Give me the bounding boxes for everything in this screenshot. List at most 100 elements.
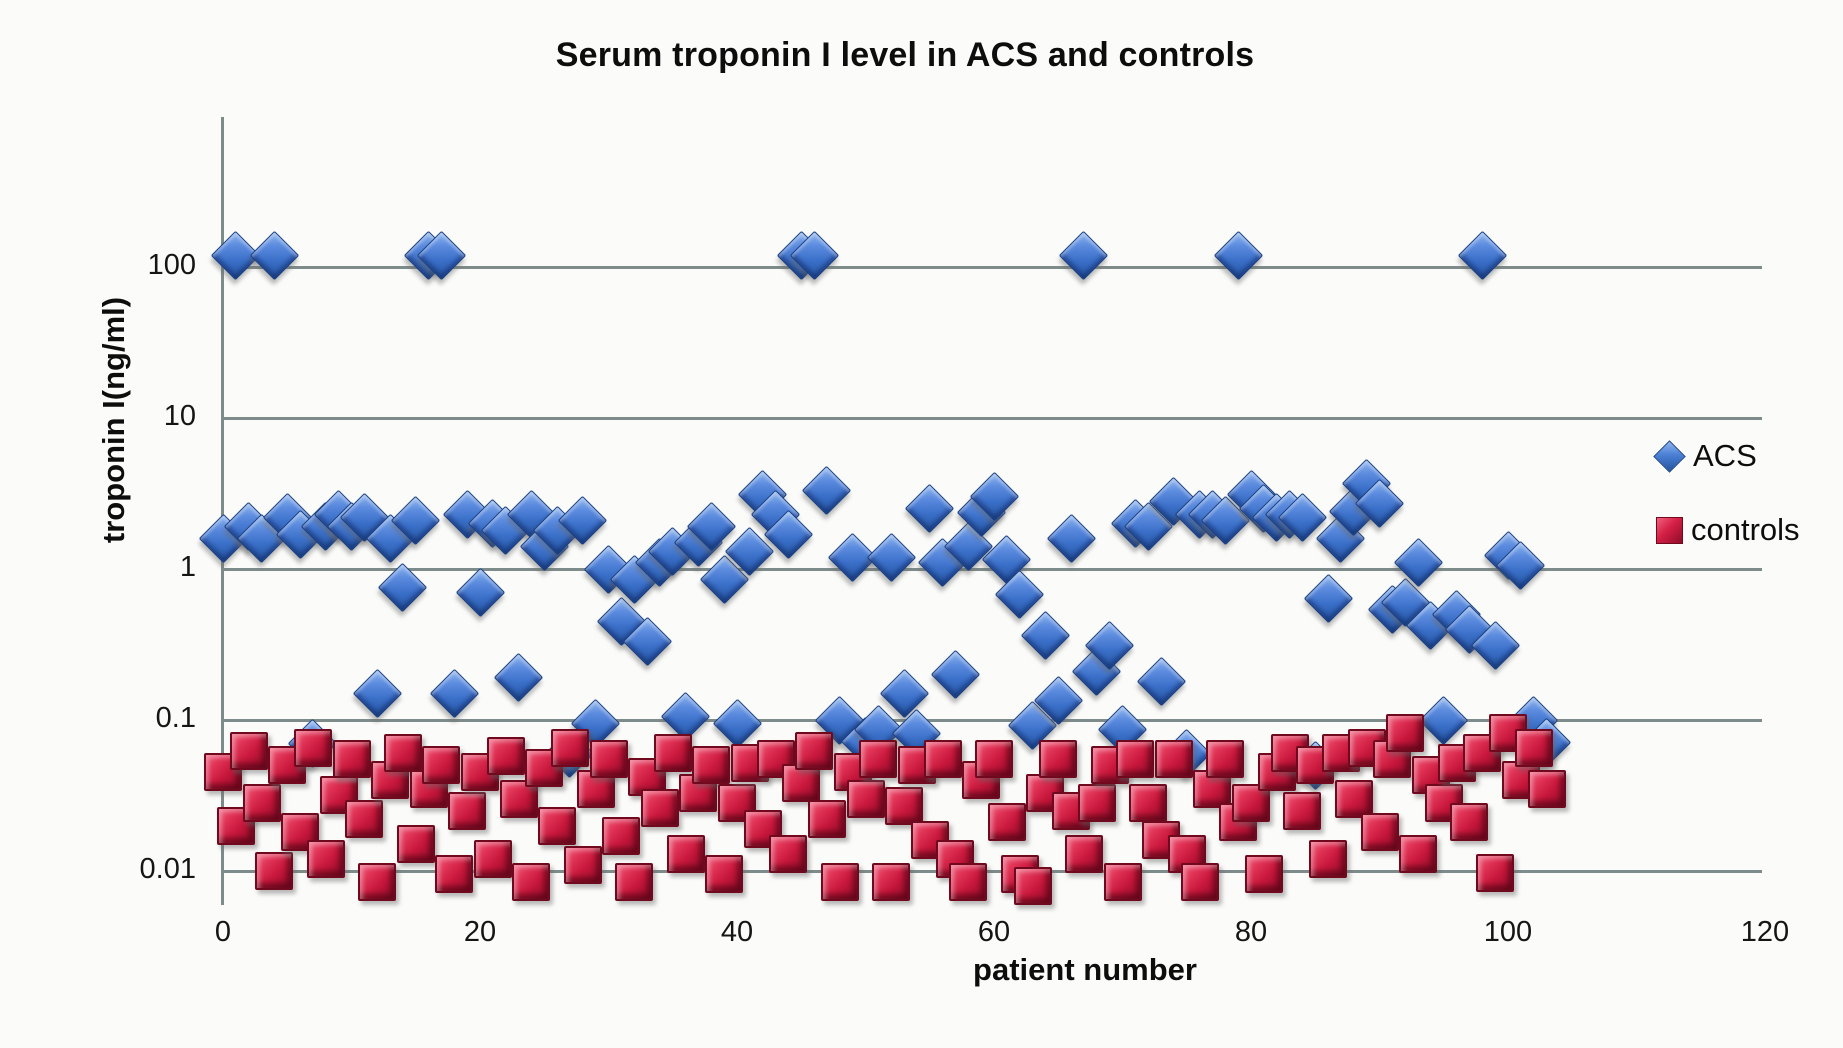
controls-point — [230, 732, 268, 770]
controls-point — [1181, 863, 1219, 901]
controls-point — [602, 817, 640, 855]
acs-point — [1303, 573, 1354, 624]
controls-point — [333, 740, 371, 778]
controls-point — [667, 835, 705, 873]
acs-point — [1393, 537, 1444, 588]
legend-label-acs: ACS — [1693, 438, 1757, 473]
x-tick-label: 120 — [1740, 916, 1790, 948]
controls-point — [988, 803, 1026, 841]
chart-title: Serum troponin I level in ACS and contro… — [555, 36, 1255, 74]
controls-point — [1309, 840, 1347, 878]
controls-point — [769, 835, 807, 873]
controls-point — [590, 740, 628, 778]
controls-point — [975, 740, 1013, 778]
controls-point — [718, 784, 756, 822]
y-tick-label: 0.01 — [139, 853, 196, 885]
controls-point — [435, 855, 473, 893]
x-tick-label: 60 — [977, 916, 1011, 948]
acs-point — [1136, 656, 1187, 707]
y-tick-label: 10 — [163, 400, 196, 432]
gridline-y-0.01 — [222, 870, 1762, 873]
controls-point — [358, 863, 396, 901]
controls-point — [255, 852, 293, 890]
controls-point — [782, 764, 820, 802]
y-tick-label: 1 — [179, 551, 196, 583]
acs-point — [879, 668, 930, 719]
acs-point — [429, 668, 480, 719]
controls-point — [1450, 803, 1488, 841]
legend-item-controls: controls — [1652, 506, 1800, 554]
x-tick-label: 80 — [1234, 916, 1268, 948]
controls-point — [294, 729, 332, 767]
controls-point — [1129, 784, 1167, 822]
controls-point — [808, 800, 846, 838]
acs-point — [1418, 695, 1469, 746]
controls-point — [538, 807, 576, 845]
acs-point — [1457, 230, 1508, 281]
acs-point — [801, 465, 852, 516]
controls-point — [705, 855, 743, 893]
acs-point — [1058, 230, 1109, 281]
legend-label-controls: controls — [1691, 512, 1800, 547]
controls-point — [512, 863, 550, 901]
controls-point — [847, 780, 885, 818]
controls-point — [1116, 740, 1154, 778]
controls-point — [949, 863, 987, 901]
controls-point — [422, 746, 460, 784]
controls-point — [1399, 835, 1437, 873]
acs-point — [455, 567, 506, 618]
controls-point — [551, 729, 589, 767]
acs-point — [493, 652, 544, 703]
controls-point — [1245, 855, 1283, 893]
controls-point — [744, 810, 782, 848]
controls-point — [474, 840, 512, 878]
controls-point — [795, 732, 833, 770]
gridline-y-0.1 — [222, 719, 1762, 722]
controls-point — [1014, 867, 1052, 905]
y-tick-label: 0.1 — [155, 702, 196, 734]
controls-point — [1463, 734, 1501, 772]
controls-point — [1386, 714, 1424, 752]
controls-point — [487, 737, 525, 775]
controls-point — [397, 825, 435, 863]
controls-point — [1335, 780, 1373, 818]
controls-point — [924, 740, 962, 778]
acs-point — [712, 698, 763, 749]
controls-point — [243, 784, 281, 822]
controls-point — [307, 840, 345, 878]
controls-point — [1104, 863, 1142, 901]
controls-point — [692, 746, 730, 784]
controls-square-icon — [1656, 516, 1683, 544]
x-tick-label: 40 — [720, 916, 754, 948]
controls-point — [859, 740, 897, 778]
acs-point — [352, 668, 403, 719]
controls-point — [1155, 740, 1193, 778]
controls-point — [1361, 813, 1399, 851]
controls-point — [1039, 740, 1077, 778]
acs-diamond-icon — [1653, 439, 1686, 473]
x-tick-label: 100 — [1483, 916, 1533, 948]
acs-point — [904, 483, 955, 534]
controls-point — [1283, 792, 1321, 830]
controls-point — [448, 792, 486, 830]
controls-point — [1078, 784, 1116, 822]
controls-point — [821, 863, 859, 901]
controls-point — [345, 800, 383, 838]
acs-point — [930, 649, 981, 700]
controls-point — [384, 734, 422, 772]
y-tick-label: 100 — [147, 249, 196, 281]
y-axis-line — [221, 117, 224, 905]
controls-point — [615, 863, 653, 901]
controls-point — [1476, 854, 1514, 892]
acs-point — [866, 532, 917, 583]
legend-item-acs: ACS — [1652, 432, 1800, 480]
x-axis-title: patient number — [973, 952, 1197, 987]
gridline-y-100 — [222, 266, 1762, 269]
gridline-y-10 — [222, 417, 1762, 420]
controls-point — [564, 846, 602, 884]
acs-point — [249, 230, 300, 281]
controls-point — [1528, 770, 1566, 808]
controls-point — [885, 787, 923, 825]
acs-point — [1046, 513, 1097, 564]
